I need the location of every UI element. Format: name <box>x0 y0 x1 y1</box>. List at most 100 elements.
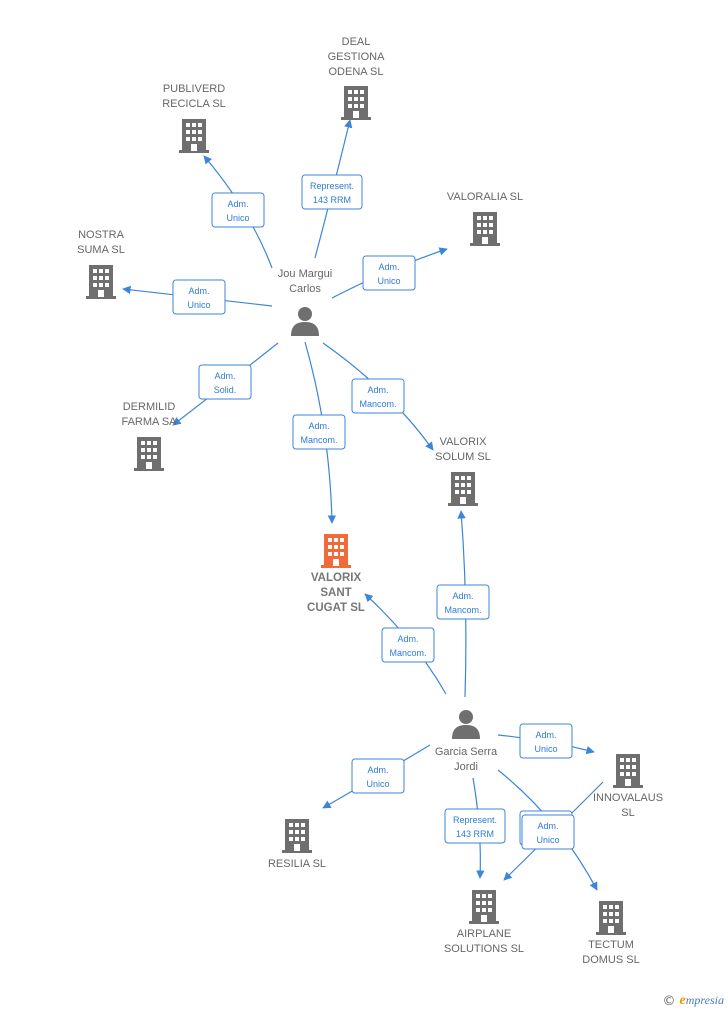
edge-label-text: Unico <box>187 300 210 310</box>
edge-label-innovalaus-airplane[interactable]: Adm. Unico <box>521 814 575 850</box>
edge-label-jou-nostra[interactable]: Adm. Unico <box>172 279 226 315</box>
edge-label-text: Mancom. <box>300 435 337 445</box>
edge-label-text: Solid. <box>214 385 237 395</box>
node-label: INNOVALAUS <box>593 792 663 804</box>
edge-label-garcia-valorix-solum[interactable]: Adm. Mancom. <box>436 584 490 620</box>
edge-label-box <box>172 279 226 315</box>
node-label: DOMUS SL <box>582 954 639 966</box>
node-label: DERMILID <box>123 401 176 413</box>
edge-label-garcia-innovalaus[interactable]: Adm. Unico <box>519 723 573 759</box>
copyright-icon: © <box>662 993 676 1009</box>
node-label: Carlos <box>289 283 321 295</box>
edge-label-text: Represent. <box>310 181 354 191</box>
edge-label-box <box>198 364 252 400</box>
node-label: Jou Margui <box>278 268 332 280</box>
edge-label-text: Unico <box>536 835 559 845</box>
edge-label-text: Adm. <box>367 385 388 395</box>
node-label: SUMA SL <box>77 244 125 256</box>
node-label: PUBLIVERD <box>163 83 225 95</box>
node-label: GESTIONA <box>328 51 386 63</box>
edge-label-box <box>351 378 405 414</box>
node-label: ODENA SL <box>328 66 383 78</box>
building-icon <box>596 901 626 935</box>
edge-label-garcia-valorix-sant[interactable]: Adm. Mancom. <box>381 627 435 663</box>
edge-label-text: Unico <box>534 744 557 754</box>
edge-label-jou-dermilid[interactable]: Adm. Solid. <box>198 364 252 400</box>
node-valoralia[interactable]: VALORALIA SL <box>447 191 523 246</box>
edge-label-text: Adm. <box>378 262 399 272</box>
edge-label-box <box>362 255 416 291</box>
node-label: CUGAT SL <box>307 602 365 614</box>
node-resilia[interactable]: RESILIA SL <box>268 819 326 870</box>
edge-label-text: 143 RRM <box>313 195 351 205</box>
building-icon <box>86 265 116 299</box>
footer-brand: © empresia <box>663 993 724 1009</box>
edge-label-text: Adm. <box>535 730 556 740</box>
node-label: DEAL <box>342 36 371 48</box>
edge-label-text: Mancom. <box>389 648 426 658</box>
node-innovalaus[interactable]: INNOVALAUS SL <box>593 754 663 819</box>
building-icon <box>448 472 478 506</box>
edge-label-jou-valorix-sant[interactable]: Adm.Mancom. <box>292 414 346 450</box>
node-label: RESILIA SL <box>268 858 326 870</box>
edge-label-box <box>444 808 506 844</box>
edge-label-text: Represent. <box>453 815 497 825</box>
edge-label-jou-valorix-solum[interactable]: Adm.Mancom. <box>351 378 405 414</box>
edge-label-box <box>521 814 575 850</box>
edge-label-text: Adm. <box>452 591 473 601</box>
node-label: VALORIX <box>440 436 488 448</box>
node-label: VALORIX <box>311 572 362 584</box>
building-icon <box>282 819 312 853</box>
node-publiverd[interactable]: PUBLIVERD RECICLA SL <box>162 83 226 153</box>
edge-label-text: Mancom. <box>444 605 481 615</box>
node-label: SL <box>621 807 634 819</box>
node-label: TECTUM <box>588 939 634 951</box>
empresia-logo: empresia <box>679 993 724 1008</box>
node-label: Garcia Serra <box>435 746 498 758</box>
edge-label-box <box>351 758 405 794</box>
edge-label-text: Adm. <box>214 371 235 381</box>
person-icon <box>452 710 480 739</box>
node-valorix-sant[interactable]: VALORIX SANT CUGAT SL <box>307 534 365 614</box>
edge-label-text: Adm. <box>367 765 388 775</box>
node-label: VALORALIA SL <box>447 191 523 203</box>
edge-label-box <box>381 627 435 663</box>
edge-label-text: Unico <box>226 213 249 223</box>
edge-label-jou-valoralia[interactable]: Adm. Unico <box>362 255 416 291</box>
edge-label-text: 143 RRM <box>456 829 494 839</box>
building-icon <box>134 437 164 471</box>
building-icon <box>613 754 643 788</box>
node-label: SOLUM SL <box>435 451 491 463</box>
edge-label-box <box>292 414 346 450</box>
person-icon <box>291 307 319 336</box>
edge-label-garcia-airplane-rep[interactable]: Represent. 143 RRM <box>444 808 506 844</box>
edge-label-jou-publiverd[interactable]: Adm. Unico <box>211 192 265 228</box>
building-icon <box>179 119 209 153</box>
edge-label-jou-deal[interactable]: Represent. 143 RRM <box>301 174 363 210</box>
building-icon <box>470 212 500 246</box>
node-label: Jordi <box>454 761 478 773</box>
node-valorix-solum[interactable]: VALORIX SOLUM SL <box>435 436 491 506</box>
nodes-layer: DEAL GESTIONA ODENA SL PUBLIVERD RECICLA SL V… <box>77 36 663 966</box>
edge-label-garcia-resilia[interactable]: Adm.Unico <box>351 758 405 794</box>
node-label: AIRPLANE <box>457 928 511 940</box>
node-label: RECICLA SL <box>162 98 226 110</box>
edge-label-text: Adm. <box>227 199 248 209</box>
node-label: SANT <box>320 587 351 599</box>
edge-label-text: Unico <box>377 276 400 286</box>
edge-label-text: Adm. <box>188 286 209 296</box>
edge-label-text: Adm. <box>397 634 418 644</box>
node-tectum[interactable]: TECTUM DOMUS SL <box>582 901 640 966</box>
node-deal[interactable]: DEAL GESTIONA ODENA SL <box>328 36 386 120</box>
building-icon <box>469 890 499 924</box>
building-icon <box>341 86 371 120</box>
edge-label-text: Adm. <box>537 821 558 831</box>
